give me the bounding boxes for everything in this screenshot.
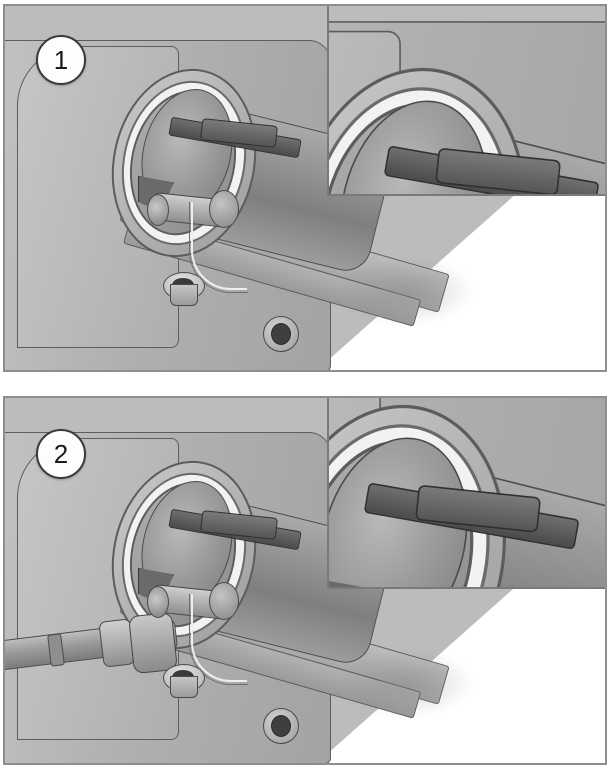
step-panel-1: 1 (3, 4, 607, 372)
step-panel-2: 2 (3, 396, 607, 765)
inset-scene-2 (329, 398, 605, 587)
rail-bolt-bore (271, 323, 291, 345)
magnified-detail-inset-2 (327, 398, 605, 589)
drop-shadow (335, 256, 475, 326)
magnified-detail-inset-1 (327, 6, 605, 196)
rail-bolt-bore (271, 715, 291, 737)
grommet-base (170, 676, 198, 698)
step-number-badge-1: 1 (36, 35, 86, 85)
spud-tip (147, 586, 169, 618)
grommet-base (170, 284, 198, 306)
inset-scene-1 (329, 6, 605, 194)
hose-collar (128, 611, 178, 675)
step-number-badge-2: 2 (36, 429, 86, 479)
spud-tip (147, 194, 169, 226)
drop-shadow (335, 648, 475, 718)
